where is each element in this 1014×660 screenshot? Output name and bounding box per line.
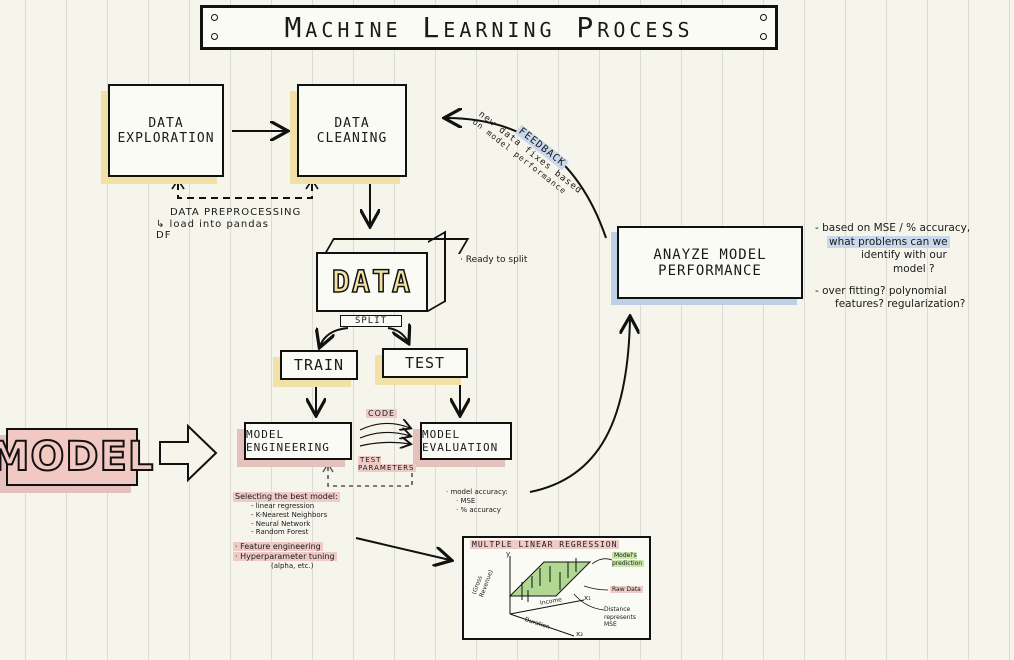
dashed-preprocessing-link [171,178,319,199]
data-exploration-box: DATA EXPLORATION [108,84,224,177]
data-cube-front: DATA [316,252,428,312]
select-item: - linear regression [251,502,315,510]
x1-axis [509,599,585,615]
test-box: TEST [382,348,468,378]
hyperparameter-text: · Hyperparameter tuning [233,552,337,561]
data-cleaning-label: DATA CLEANING [316,115,388,146]
test-parameters-text: TEST PARAMETERS [358,456,417,473]
ready-note: · Ready to split [460,255,528,265]
regression-legend-3: Distance represents MSE [604,606,636,628]
title-dot [760,14,767,21]
analyze-note-1: - based on MSE / % accuracy, [815,222,971,234]
model-evaluation-label: MODEL EVALUATION [422,428,499,454]
evaluation-notes: · model accuracy: · MSE · % accuracy [446,488,526,514]
train-box: TRAIN [280,350,358,380]
regression-legend-1: Model's prediction [612,552,648,567]
eval-title: · model accuracy: [446,488,508,496]
train-label: TRAIN [293,356,345,374]
arrow-eval-to-analyze [529,318,630,493]
regression-y-label: y [506,550,511,558]
model-engineering-box: MODEL ENGINEERING [244,422,352,460]
dashed-eval-feedback [322,462,413,487]
data-cube-side [428,230,446,312]
analyze-performance-box: ANAYZE MODEL PERFORMANCE [617,226,803,299]
title-dot [211,33,218,40]
analyze-note-5: - over fitting? polynomial [815,284,947,297]
select-item: - K-Nearest Neighbors [251,510,328,519]
feature-engineering-note: · Feature engineering [233,542,363,552]
preprocessing-detail: ↳ load into pandas DF [156,218,269,242]
residual-lines [521,558,577,602]
analyze-note-3: identify with our [861,249,947,262]
split-label: SPLIT [354,316,388,326]
eval-item: · % accuracy [456,505,501,514]
title-dot [211,14,218,21]
regression-title-text: MULTPLE LINEAR REGRESSION [470,540,620,549]
code-arrows [359,423,410,446]
code-label: CODE [366,409,398,418]
regression-plot [508,556,613,637]
data-cube: DATA [316,230,470,314]
analyze-note-4: model ? [893,262,935,275]
regression-panel: MULTPLE LINEAR REGRESSION y x₁ x₂ (Gross… [462,536,651,640]
plane-outline [508,561,592,597]
arrow-notes-to-regression [355,537,450,560]
arrow-split-to-test [387,328,408,342]
data-cleaning-box: DATA CLEANING [297,84,407,177]
code-label-text: CODE [366,409,398,418]
eval-item: · MSE [456,496,476,505]
test-parameters-label: TEST PARAMETERS [358,456,418,473]
regression-x2-label: x₂ [576,630,583,638]
model-box: MODEL [0,428,154,486]
legend-arrows [573,558,613,611]
select-item: - Random Forest [251,528,309,537]
data-cube-label: DATA [331,264,413,301]
regression-title: MULTPLE LINEAR REGRESSION [470,540,620,549]
hyperparameter-detail: (alpha, etc.) [271,562,314,570]
title-box: Machine Learning Process [200,5,778,50]
hyperparameter-note: · Hyperparameter tuning [233,552,363,562]
feature-engineering-text: · Feature engineering [233,542,323,551]
model-engineering-label: MODEL ENGINEERING [246,428,330,454]
model-selection-notes: Selecting the best model: - linear regre… [233,492,363,571]
analyze-notes: - based on MSE / % accuracy, what proble… [815,222,1012,312]
select-title: Selecting the best model: [233,492,340,502]
model-label: MODEL [0,433,155,481]
preprocessing-note: DATA PREPROCESSING ↳ load into pandas DF [156,207,330,242]
big-model-arrow [159,423,218,483]
analyze-note-6: features? regularization? [835,298,966,311]
select-list: - linear regression - K-Nearest Neighbor… [251,502,363,537]
arrow-split-to-train [320,327,349,346]
x2-axis [509,613,575,637]
regression-legend-2: Raw Data [610,586,646,594]
preprocessing-title: DATA PREPROCESSING [170,207,302,218]
analyze-note-2: what problems can we [827,235,1012,250]
analyze-performance-label: ANAYZE MODEL PERFORMANCE [653,246,767,279]
test-label: TEST [404,354,446,372]
select-item: - Neural Network [251,519,311,528]
page-title: Machine Learning Process [284,11,694,44]
regression-legend-1-text: Model's prediction [612,552,645,567]
split-label-box: SPLIT [340,315,402,327]
data-exploration-label: DATA EXPLORATION [117,115,215,146]
model-evaluation-box: MODEL EVALUATION [420,422,512,460]
title-dot [760,33,767,40]
regression-x1-label: x₁ [584,594,591,602]
analyze-note-2-text: what problems can we [827,235,950,248]
regression-legend-2-text: Raw Data [610,586,643,593]
